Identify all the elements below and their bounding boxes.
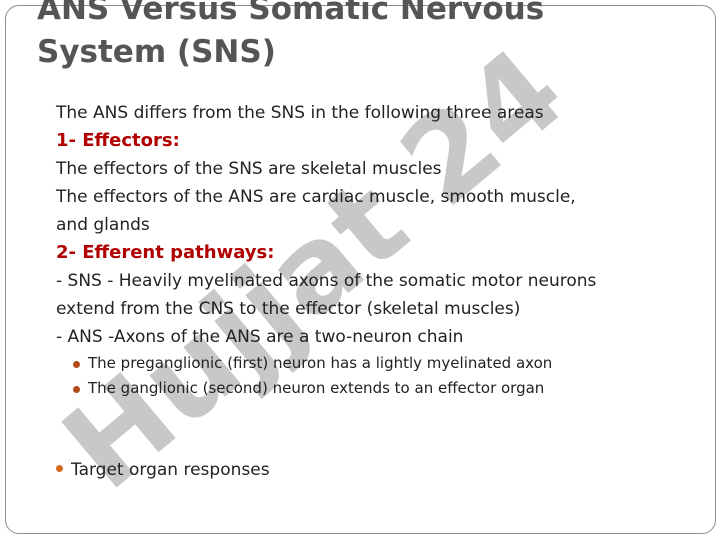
- section-heading-efferent-pathways: 2- Efferent pathways:: [56, 242, 275, 263]
- body-line: - SNS - Heavily myelinated axons of the …: [56, 271, 597, 291]
- body-line: - ANS -Axons of the ANS are a two-neuron…: [56, 327, 464, 347]
- bottom-bullet-item: Target organ responses: [56, 457, 270, 483]
- body-line: The effectors of the ANS are cardiac mus…: [56, 187, 576, 207]
- bullet-dot-icon: [73, 361, 80, 368]
- bullet-dot-icon: [73, 386, 80, 393]
- intro-line: The ANS differs from the SNS in the foll…: [56, 103, 544, 123]
- sub-bullet-text: The ganglionic (second) neuron extends t…: [88, 379, 545, 397]
- slide-content: The ANS differs from the SNS in the foll…: [56, 99, 676, 401]
- slide-title: ANS Versus Somatic Nervous System (SNS): [37, 0, 545, 70]
- body-line: and glands: [56, 215, 150, 235]
- body-line: extend from the CNS to the effector (ske…: [56, 299, 521, 319]
- body-line: The effectors of the SNS are skeletal mu…: [56, 159, 442, 179]
- section-heading-effectors: 1- Effectors:: [56, 130, 180, 151]
- slide-frame: [5, 5, 716, 534]
- sub-bullet-text: The preganglionic (first) neuron has a l…: [88, 354, 553, 372]
- bottom-bullet-text: Target organ responses: [71, 460, 270, 480]
- bullet-dot-icon: [56, 464, 63, 472]
- sub-bullet-item: The ganglionic (second) neuron extends t…: [56, 376, 676, 401]
- sub-bullet-item: The preganglionic (first) neuron has a l…: [56, 351, 676, 376]
